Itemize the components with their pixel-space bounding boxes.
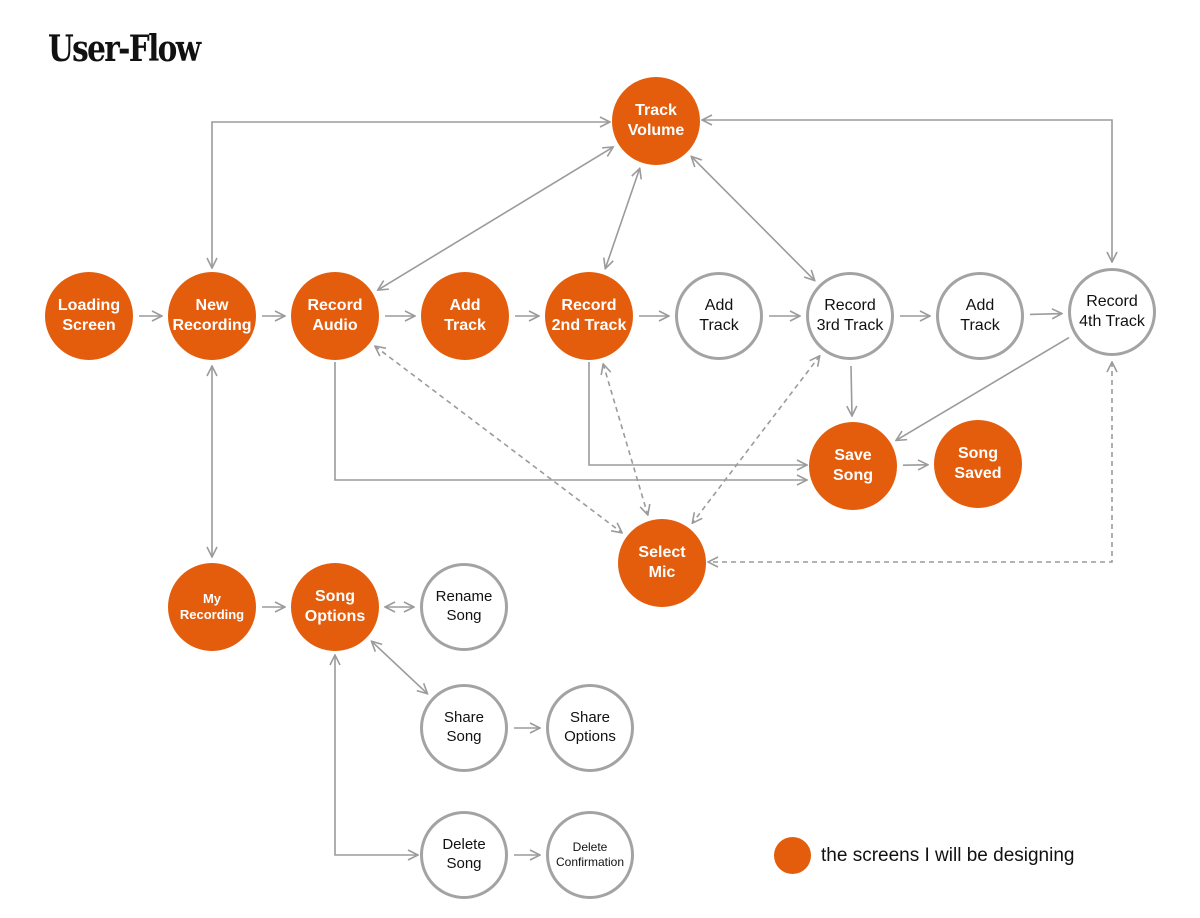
node-label: Select Mic — [638, 544, 686, 581]
node-select-mic: Select Mic — [618, 519, 706, 607]
node-label: Record Audio — [307, 297, 363, 334]
node-label: Delete Song — [442, 836, 486, 872]
edge-record-3rd-track-to-track-volume — [691, 156, 814, 280]
edge-record-audio-to-track-volume — [378, 147, 614, 290]
node-add-track-3: Add Track — [936, 272, 1024, 360]
node-delete-song: Delete Song — [420, 811, 508, 899]
node-label: Song Options — [304, 588, 366, 625]
diagram-title: User-Flow — [48, 28, 201, 70]
node-save-song: Save Song — [809, 422, 897, 510]
node-record-2nd-track: Record 2nd Track — [545, 272, 633, 360]
node-record-audio: Record Audio — [291, 272, 379, 360]
node-my-recording: My Recording — [168, 563, 256, 651]
node-label: Song Saved — [954, 445, 1002, 482]
edge-song-options-to-delete-song — [335, 655, 418, 855]
edge-add-track-3-to-record-4th-track — [1029, 314, 1062, 315]
edge-record-2nd-track-to-track-volume — [605, 168, 640, 268]
legend-swatch — [774, 837, 811, 874]
edge-song-options-to-share-song — [371, 641, 427, 694]
node-new-recording: New Recording — [168, 272, 256, 360]
node-label: Save Song — [833, 447, 873, 484]
node-loading-screen: Loading Screen — [45, 272, 133, 360]
edge-record-4th-track-to-select-mic — [708, 362, 1112, 562]
node-add-track-1: Add Track — [421, 272, 509, 360]
node-track-volume: Track Volume — [612, 77, 700, 165]
node-label: Loading Screen — [57, 297, 121, 334]
legend-text: the screens I will be designing — [821, 844, 1075, 866]
node-add-track-2: Add Track — [675, 272, 763, 360]
node-label: New Recording — [172, 297, 252, 334]
node-share-options: Share Options — [546, 684, 634, 772]
edge-new-recording-to-track-volume — [212, 122, 610, 268]
node-label: Record 3rd Track — [816, 297, 884, 334]
node-label: Share Options — [564, 709, 616, 745]
node-label: My Recording — [179, 590, 245, 622]
legend: the screens I will be designing — [774, 837, 1074, 874]
node-label: Record 4th Track — [1079, 293, 1145, 330]
edge-record-2nd-track-to-select-mic — [603, 364, 648, 515]
node-song-saved: Song Saved — [934, 420, 1022, 508]
edge-record-3rd-track-to-save-song — [851, 365, 852, 416]
node-share-song: Share Song — [420, 684, 508, 772]
node-song-options: Song Options — [291, 563, 379, 651]
node-label: Rename Song — [435, 588, 493, 624]
node-label: Add Track — [444, 297, 486, 334]
edge-record-2nd-track-to-save-song — [588, 362, 807, 465]
node-delete-confirmation: Delete Confirmation — [546, 811, 634, 899]
node-label: Add Track — [699, 297, 739, 334]
node-record-4th-track: Record 4th Track — [1068, 268, 1156, 356]
edge-record-audio-to-save-song — [334, 362, 807, 480]
node-label: Record 2nd Track — [551, 297, 627, 334]
node-label: Track Volume — [627, 102, 685, 139]
node-label: Add Track — [960, 297, 1000, 334]
edge-record-3rd-track-to-select-mic — [692, 356, 819, 523]
node-label: Delete Confirmation — [555, 840, 625, 869]
node-label: Share Song — [443, 709, 485, 745]
edge-record-audio-to-select-mic — [375, 346, 622, 533]
node-rename-song: Rename Song — [420, 563, 508, 651]
edge-record-4th-track-to-track-volume — [702, 120, 1112, 262]
node-record-3rd-track: Record 3rd Track — [806, 272, 894, 360]
